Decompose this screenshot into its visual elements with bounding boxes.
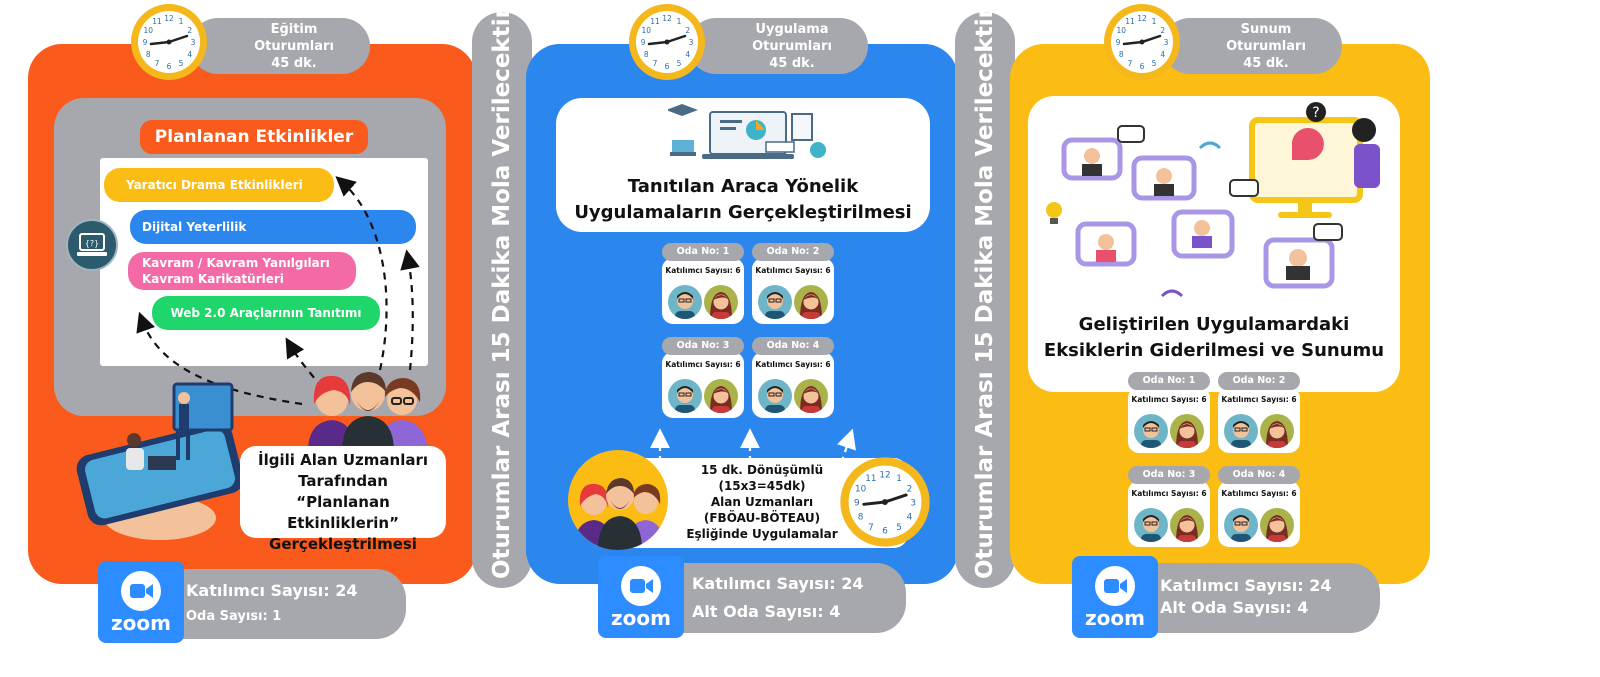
svg-text:7: 7 [653,59,658,68]
svg-text:4: 4 [907,513,913,523]
svg-text:3: 3 [689,38,694,47]
svg-text:12: 12 [1137,14,1147,23]
people-group-icon [304,364,430,452]
svg-text:5: 5 [179,59,184,68]
zoom-logo: zoom [98,561,184,643]
svg-text:11: 11 [1125,17,1135,26]
room-card: Oda No: 2 Katılımcı Sayısı: 6 [752,243,834,324]
activity-concept-cartoons: Kavram / Kavram Yanılgıları Kavram Karik… [128,252,356,290]
presentation-heading: Geliştirilen Uygulamardaki Eksiklerin Gi… [1043,314,1385,361]
svg-text:7: 7 [1128,59,1133,68]
session-title-training: Eğitim Oturumları 45 dk. [190,18,370,74]
svg-text:9: 9 [854,499,860,509]
svg-text:9: 9 [1116,38,1121,47]
experts-caption: İlgili Alan Uzmanları Tarafından “Planla… [240,446,446,553]
svg-text:11: 11 [650,17,660,26]
planned-activities-header: Planlanan Etkinlikler [140,120,368,154]
phone-classroom-icon [64,368,264,548]
svg-text:8: 8 [146,50,151,59]
room-card: Oda No: 4 Katılımcı Sayısı: 6 [752,337,834,418]
svg-text:7: 7 [155,59,160,68]
svg-text:7: 7 [868,523,874,533]
svg-text:3: 3 [191,38,196,47]
svg-text:3: 3 [1164,38,1169,47]
room-count: Oda Sayısı: 1 [186,609,282,624]
svg-text:3: 3 [910,499,916,509]
svg-text:6: 6 [882,527,888,537]
svg-text:4: 4 [685,50,690,59]
svg-text:10: 10 [1116,26,1126,35]
svg-text:8: 8 [644,50,649,59]
zoom-logo: zoom [598,556,684,638]
room-count: Alt Oda Sayısı: 4 [692,602,841,621]
participant-count: Katılımcı Sayısı: 24 [692,574,864,593]
session-title-presentation: Sunum Oturumları 45 dk. [1162,18,1342,74]
svg-text:5: 5 [896,523,902,533]
zoom-logo: zoom [1072,556,1158,638]
svg-text:12: 12 [164,14,174,23]
svg-text:12: 12 [662,14,672,23]
svg-text:2: 2 [685,26,690,35]
room-card: Oda No: 1 Katılımcı Sayısı: 6 [662,243,744,324]
zoom-stats-practice: Katılımcı Sayısı: 24 Alt Oda Sayısı: 4 [650,563,906,633]
video-camera-icon [121,571,161,611]
video-camera-icon [1095,566,1135,606]
room-card: Oda No: 1 Katılımcı Sayısı: 6 [1128,372,1210,453]
svg-text:6: 6 [167,62,172,71]
svg-text:1: 1 [179,17,184,26]
svg-text:4: 4 [187,50,192,59]
svg-text:?: ? [1312,105,1319,121]
video-camera-icon [621,566,661,606]
education-illustration-icon [666,100,828,166]
svg-text:4: 4 [1160,50,1165,59]
svg-text:2: 2 [187,26,192,35]
room-card: Oda No: 4 Katılımcı Sayısı: 6 [1218,466,1300,547]
svg-text:1: 1 [1152,17,1157,26]
activity-web20-tools: Web 2.0 Araçlarının Tanıtımı [152,296,380,330]
activity-creative-drama: Yaratıcı Drama Etkinlikleri [104,168,334,202]
svg-text:9: 9 [641,38,646,47]
svg-text:{?}: {?} [85,239,99,248]
room-count: Alt Oda Sayısı: 4 [1160,598,1309,617]
svg-text:1: 1 [896,474,902,484]
room-card: Oda No: 3 Katılımcı Sayısı: 6 [662,337,744,418]
room-card: Oda No: 2 Katılımcı Sayısı: 6 [1218,372,1300,453]
svg-text:12: 12 [879,470,890,480]
svg-text:2: 2 [907,484,913,494]
break-bar-2: Oturumlar Arası 15 Dakika Mola Verilecek… [955,7,1015,588]
break-label: Oturumlar Arası 15 Dakika Mola Verilecek… [972,7,998,579]
svg-text:11: 11 [152,17,162,26]
session-title-practice: Uygulama Oturumları 45 dk. [688,18,868,74]
participant-count: Katılımcı Sayısı: 24 [186,581,358,600]
svg-text:8: 8 [1119,50,1124,59]
rotation-info: 15 dk. Dönüşümlü (15x3=45dk) Alan Uzmanl… [686,463,838,541]
svg-text:5: 5 [1152,59,1157,68]
practice-heading: Tanıtılan Araca Yönelik Uygulamaların Ge… [574,176,912,223]
svg-text:5: 5 [677,59,682,68]
online-presentation-illustration-icon: ? [1034,100,1394,300]
break-label: Oturumlar Arası 15 Dakika Mola Verilecek… [489,7,515,579]
room-card: Oda No: 3 Katılımcı Sayısı: 6 [1128,466,1210,547]
svg-text:8: 8 [858,513,864,523]
participant-count: Katılımcı Sayısı: 24 [1160,576,1332,595]
zoom-stats-training: Katılımcı Sayısı: 24 Oda Sayısı: 1 [150,569,406,639]
svg-text:10: 10 [143,26,153,35]
svg-text:6: 6 [1140,62,1145,71]
zoom-stats-presentation: Katılımcı Sayısı: 24 Alt Oda Sayısı: 4 [1120,563,1380,633]
break-bar-1: Oturumlar Arası 15 Dakika Mola Verilecek… [472,7,532,588]
computer-icon: {?} [66,219,118,271]
svg-text:1: 1 [677,17,682,26]
people-group-icon [568,450,668,550]
svg-text:10: 10 [641,26,651,35]
svg-text:9: 9 [143,38,148,47]
svg-text:11: 11 [865,474,876,484]
svg-text:6: 6 [665,62,670,71]
svg-text:10: 10 [855,484,867,494]
svg-text:2: 2 [1160,26,1165,35]
